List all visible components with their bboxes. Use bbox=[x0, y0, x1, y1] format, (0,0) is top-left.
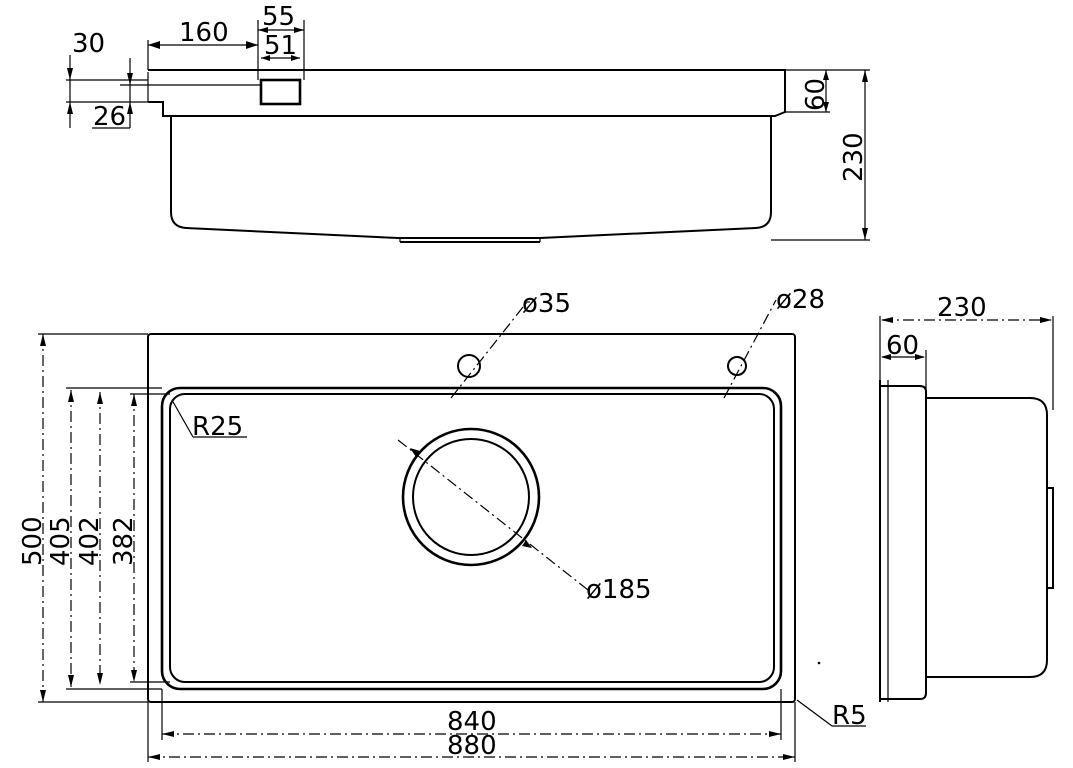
dim-230-top-label: 230 bbox=[839, 132, 869, 182]
dim-30-label: 30 bbox=[72, 29, 105, 59]
tap-hole-section bbox=[259, 78, 302, 106]
dim-160-label: 160 bbox=[179, 18, 229, 48]
side-dim-230-label: 230 bbox=[937, 293, 987, 323]
radius-5-label: R5 bbox=[832, 701, 867, 731]
dim-55-label: 55 bbox=[262, 2, 295, 32]
dim-500-label: 500 bbox=[18, 516, 48, 566]
drain-outer-ring bbox=[401, 427, 541, 567]
front-rim bbox=[148, 69, 786, 117]
dim-402-label: 402 bbox=[75, 516, 105, 566]
front-view: 160 55 51 30 26 60 230 bbox=[66, 2, 870, 243]
bowl-outer-outline bbox=[160, 386, 783, 691]
radius-25-label: R25 bbox=[192, 412, 243, 442]
hole-28-label: ø28 bbox=[776, 285, 825, 315]
plan-view: ø35 ø28 ø185 R25 R5 500 405 bbox=[18, 285, 867, 762]
tap-hole-35 bbox=[457, 354, 481, 378]
dim-880-label: 880 bbox=[447, 731, 497, 761]
drain-inner-ring bbox=[412, 438, 530, 556]
front-bowl bbox=[170, 116, 772, 239]
dim-382-label: 382 bbox=[109, 516, 139, 566]
tap-hole-28 bbox=[727, 356, 747, 376]
side-view: 230 60 bbox=[879, 293, 1054, 702]
side-dim-60-label: 60 bbox=[886, 331, 919, 361]
dim-51-label: 51 bbox=[264, 31, 297, 61]
dim-405-label: 405 bbox=[46, 516, 76, 566]
side-bowl bbox=[926, 397, 1048, 678]
side-rim bbox=[880, 385, 927, 700]
dim-60-top-label: 60 bbox=[801, 78, 831, 111]
hole-35-label: ø35 bbox=[522, 289, 571, 319]
sink-deck-outline bbox=[147, 333, 796, 703]
bowl-inner-outline bbox=[169, 393, 775, 683]
side-overflow bbox=[1046, 487, 1054, 589]
drain-185-label: ø185 bbox=[586, 575, 652, 605]
dim-26-label: 26 bbox=[93, 102, 126, 132]
dim-840-label: 840 bbox=[447, 707, 497, 737]
